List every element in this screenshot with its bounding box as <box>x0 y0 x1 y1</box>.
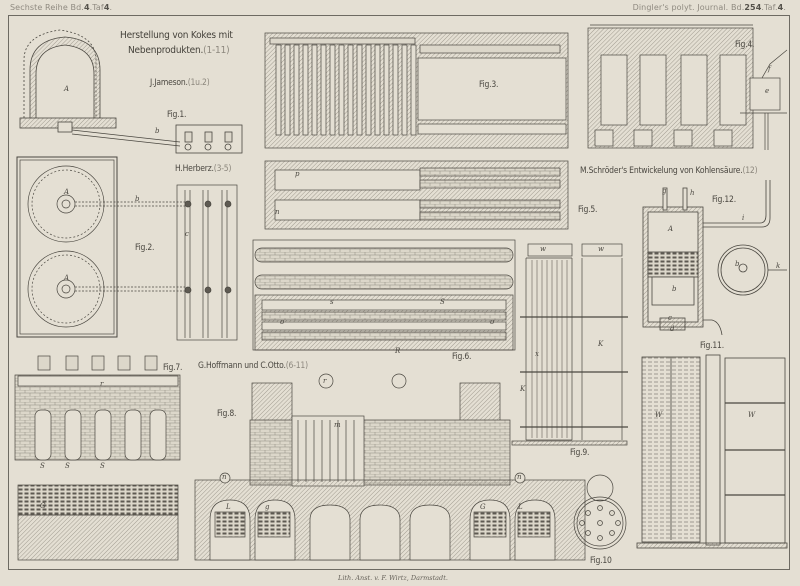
section-author: J.Jameson. <box>150 78 188 88</box>
fig6-label: Fig.6. <box>452 352 472 362</box>
fig2-drawing <box>16 156 238 341</box>
fig5-label: Fig.5. <box>578 205 598 215</box>
letter-k: k <box>776 262 781 270</box>
letter-c: c <box>668 314 672 322</box>
journal-plate-label: .Taf. <box>761 3 778 12</box>
series-volume: 4 <box>83 3 90 12</box>
letter-W: W <box>748 411 756 419</box>
letter-A: A <box>64 85 70 93</box>
journal-plate-number: 4 <box>777 3 784 12</box>
lithographer-imprint: Lith. Anst. v. F. Wirtz, Darmstadt. <box>338 574 448 582</box>
section-hoffmann-otto: G.Hoffmann und C.Otto.(6-11) <box>198 361 308 371</box>
section-author: M.Schröder's Entwickelung von Kohlensäur… <box>580 166 743 176</box>
letter-g: g <box>265 503 270 511</box>
fig2-label: Fig.2. <box>135 243 155 253</box>
letter-L: L <box>518 503 523 511</box>
fig10-label: Fig.10 <box>590 556 612 566</box>
fig11-label: Fig.11. <box>700 341 724 351</box>
letter-m: m <box>334 421 341 429</box>
letter-b: b <box>735 260 740 268</box>
fig12-label: Fig.12. <box>712 195 736 205</box>
plate-title-ref: (1-11) <box>203 45 230 56</box>
fig8-drawing <box>194 373 586 561</box>
letter-r: r <box>323 377 327 385</box>
fig4-label: Fig.4. <box>735 40 755 50</box>
letter-n: n <box>517 473 522 481</box>
fig6-drawing <box>252 239 516 351</box>
letter-R: R <box>395 347 401 355</box>
plate-border <box>8 15 790 570</box>
fig9-drawing <box>511 243 628 446</box>
letter-b: b <box>672 285 677 293</box>
section-jameson: J.Jameson.(1u.2) <box>150 78 210 88</box>
fig10-drawing <box>573 474 627 550</box>
section-ref: (3-5) <box>213 164 232 174</box>
letter-S: S <box>440 298 445 306</box>
letter-w: w <box>540 245 546 253</box>
plate-title-text: Nebenprodukten. <box>128 45 204 56</box>
fig8-label: Fig.8. <box>217 409 237 419</box>
letter-n: n <box>222 473 227 481</box>
fig1-drawing <box>19 29 243 154</box>
fig9-label: Fig.9. <box>570 448 590 458</box>
letter-K: K <box>598 340 604 348</box>
letter-d: d <box>670 325 675 333</box>
letter-i: i <box>742 214 745 222</box>
section-ref: (12) <box>742 166 758 176</box>
section-herberz: H.Herberz.(3-5) <box>175 164 231 174</box>
section-author: H.Herberz. <box>175 164 214 174</box>
letter-L: L <box>226 503 231 511</box>
section-ref: (6-11) <box>285 361 308 371</box>
fig7-label: Fig.7. <box>163 363 183 373</box>
letter-h: h <box>690 189 695 197</box>
fig5-drawing <box>264 160 569 230</box>
letter-b: b <box>155 127 160 135</box>
fig7-drawing <box>14 355 181 561</box>
fig4-drawing <box>587 24 788 150</box>
letter-o: o <box>280 318 285 326</box>
journal-volume: 254 <box>744 3 762 12</box>
letter-p: p <box>295 170 300 178</box>
letter-e: e <box>765 87 770 95</box>
fig3-label: Fig.3. <box>479 80 499 90</box>
letter-r: r <box>100 380 104 388</box>
series-plate-number: 4 <box>103 3 110 12</box>
letter-b: b <box>135 195 140 203</box>
fig12-drawing <box>642 180 787 336</box>
fig11-drawing <box>636 354 788 549</box>
letter-o: o <box>490 318 495 326</box>
letter-K: K <box>520 385 526 393</box>
letter-f: f <box>768 65 771 73</box>
section-author: G.Hoffmann und C.Otto. <box>198 361 286 371</box>
letter-g: g <box>662 187 667 195</box>
letter-S: S <box>65 462 70 470</box>
letter-c: c <box>185 230 189 238</box>
section-schroeder: M.Schröder's Entwickelung von Kohlensäur… <box>580 166 758 176</box>
plate-series-header: Sechste Reihe Bd.4.Taf4. <box>10 3 113 12</box>
series-label: Sechste Reihe Bd. <box>10 3 84 12</box>
letter-W: W <box>655 411 663 419</box>
journal-header: Dingler's polyt. Journal. Bd.254.Taf.4. <box>632 3 786 12</box>
letter-w: w <box>598 245 604 253</box>
letter-G: G <box>480 503 486 511</box>
series-plate-label: .Taf <box>89 3 104 12</box>
letter-A: A <box>668 225 674 233</box>
letter-A: A <box>64 188 70 196</box>
journal-label: Dingler's polyt. Journal. Bd. <box>632 3 745 12</box>
fig1-label: Fig.1. <box>167 110 187 120</box>
section-ref: (1u.2) <box>187 78 210 88</box>
plate-title-line1: Herstellung von Kokes mit <box>120 30 233 41</box>
letter-G: G <box>40 502 46 510</box>
letter-x: x <box>535 350 539 358</box>
plate-title-line2: Nebenprodukten.(1-11) <box>128 45 230 56</box>
letter-S: S <box>40 462 45 470</box>
letter-S: S <box>100 462 105 470</box>
letter-s: s <box>330 298 334 306</box>
fig3-drawing <box>264 32 569 149</box>
letter-n: n <box>275 208 280 216</box>
letter-A: A <box>64 274 70 282</box>
